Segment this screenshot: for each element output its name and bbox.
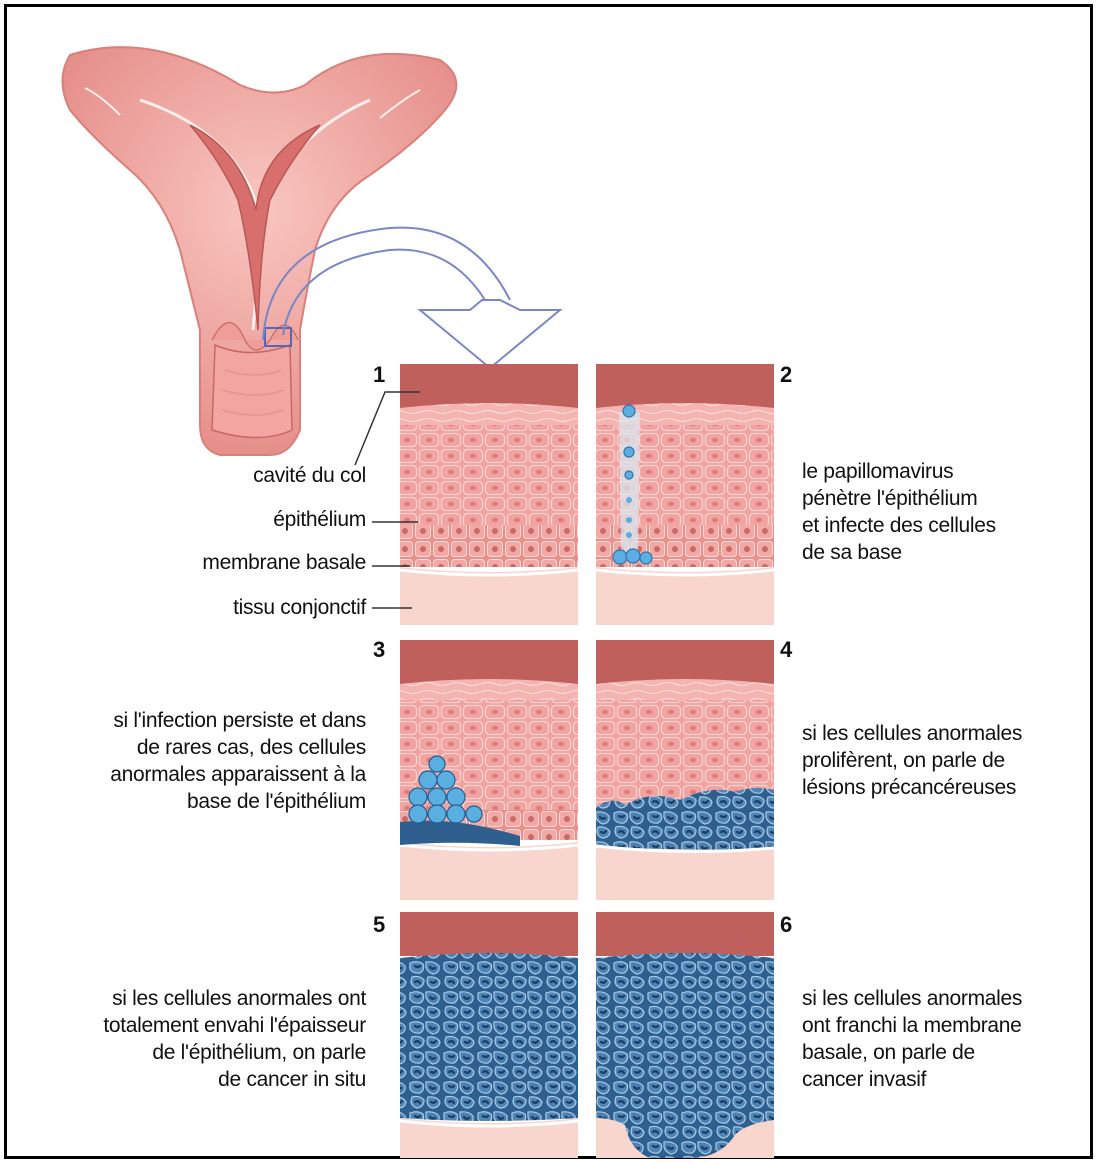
caption-line: ont franchi la membrane <box>802 1012 1092 1039</box>
caption-line: prolifèrent, on parle de <box>802 747 1022 774</box>
label-epithelium: épithélium <box>273 508 366 532</box>
caption-line: si l'infection persiste et dans <box>110 707 366 734</box>
panel-number-3: 3 <box>373 637 385 663</box>
label-basal-membrane: membrane basale <box>202 551 366 575</box>
caption-panel-5: si les cellules anormales ont totalement… <box>103 985 366 1093</box>
caption-line: et infecte des cellules <box>802 512 996 539</box>
panel-number-5: 5 <box>373 912 385 938</box>
caption-line: si les cellules anormales ont <box>103 985 366 1012</box>
caption-line: cancer invasif <box>802 1066 1092 1093</box>
caption-line: de l'épithélium, on parle <box>103 1039 366 1066</box>
panel-2-tissue <box>596 364 774 625</box>
caption-panel-2: le papillomavirus pénètre l'épithélium e… <box>802 458 996 566</box>
panel-1-tissue <box>400 364 578 625</box>
caption-line: si les cellules anormales <box>802 720 1022 747</box>
panel-number-2: 2 <box>780 362 792 388</box>
caption-line: totalement envahi l'épaisseur <box>103 1012 366 1039</box>
caption-line: pénètre l'épithélium <box>802 485 996 512</box>
caption-panel-4: si les cellules anormales prolifèrent, o… <box>802 720 1022 801</box>
caption-line: lésions précancéreuses <box>802 774 1022 801</box>
caption-line: basale, on parle de <box>802 1039 1092 1066</box>
caption-line: de sa base <box>802 539 996 566</box>
panel-number-1: 1 <box>373 362 385 388</box>
label-connective-tissue: tissu conjonctif <box>233 596 366 620</box>
uterus-illustration <box>63 47 457 455</box>
panel-number-6: 6 <box>780 912 792 938</box>
label-cavity: cavité du col <box>253 464 366 488</box>
caption-line: anormales apparaissent à la <box>110 761 366 788</box>
caption-line: de rares cas, des cellules <box>110 734 366 761</box>
caption-line: le papillomavirus <box>802 458 996 485</box>
caption-panel-6: si les cellules anormales ont franchi la… <box>802 985 1092 1093</box>
panel-3-tissue <box>400 640 578 900</box>
caption-line: de cancer in situ <box>103 1066 366 1093</box>
panel-4-tissue <box>596 640 774 900</box>
caption-line: base de l'épithélium <box>110 788 366 815</box>
panel-6-tissue <box>596 912 774 1158</box>
panel-number-4: 4 <box>780 637 792 663</box>
caption-line: si les cellules anormales <box>802 985 1092 1012</box>
panel-5-tissue <box>400 912 578 1158</box>
caption-panel-3: si l'infection persiste et dans de rares… <box>110 707 366 815</box>
